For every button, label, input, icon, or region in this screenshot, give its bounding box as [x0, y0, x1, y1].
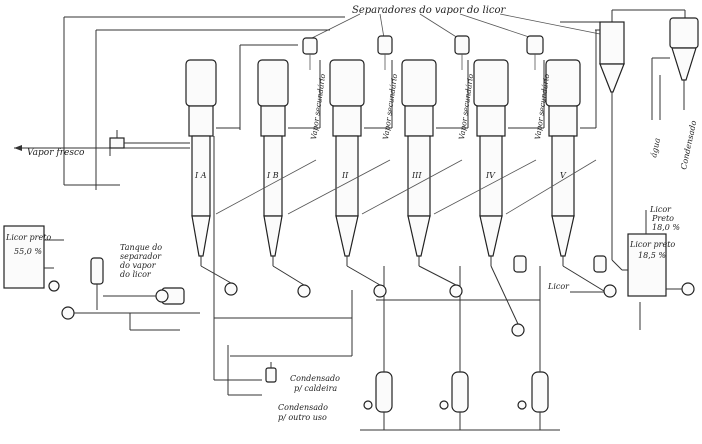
black-liquor-left-pct: 55,0 % — [14, 247, 42, 256]
effect-label-ib: I B — [266, 171, 279, 180]
condenser — [651, 17, 699, 120]
evaporator-effect-ii — [329, 59, 365, 266]
flash-tank-v — [593, 255, 607, 273]
pump-effect-ii — [346, 265, 387, 298]
condensate-boiler-label-2: p/ caldeira — [294, 384, 337, 393]
pump-effect-iii — [418, 265, 463, 298]
black-liquor-tank-right — [627, 210, 695, 297]
separator-pointer-lines — [311, 13, 601, 39]
tank-label-1: Tanque do — [120, 243, 162, 252]
cyclone-separator — [595, 21, 625, 260]
effect-label-iv: IV — [485, 171, 496, 180]
vapor-piping — [215, 30, 597, 215]
fresh-steam-line — [14, 130, 190, 156]
evaporator-effect-v — [545, 59, 581, 266]
tank-label-3: do vapor — [120, 261, 157, 270]
effect-label-ia: I A — [194, 171, 207, 180]
condensate-pot-1 — [363, 266, 393, 413]
effect-label-v: V — [560, 171, 567, 180]
vapor-separator-2 — [377, 35, 393, 70]
feed-return-line — [611, 259, 641, 330]
tank-label-2: separador — [120, 252, 162, 261]
evaporator-effect-ib — [257, 59, 289, 266]
pump-effect-v — [562, 265, 617, 298]
tank-label-4: do licor — [120, 270, 152, 279]
separators-label: Separadores do vapor do licor — [352, 5, 507, 16]
condensate-pot-3 — [517, 266, 549, 413]
secondary-vapor-label-3: Vapor secundário — [457, 73, 475, 140]
condensate-other-label-1: Condensado — [278, 403, 328, 412]
black-liquor-left-label: Licor preto — [5, 233, 51, 242]
fresh-steam-label: Vapor fresco — [27, 148, 85, 158]
water-label: água — [649, 137, 662, 158]
condensate-other-label-2: p/ outro uso — [278, 413, 327, 422]
condensate-trap — [265, 362, 277, 383]
black-liquor-right-label-3: 18,0 % — [652, 223, 680, 232]
effect-label-ii: II — [341, 171, 349, 180]
pump-effect-ia — [200, 265, 238, 296]
top-header-piping — [63, 9, 686, 190]
pump-effect-ib — [272, 265, 311, 298]
effect-label-iii: III — [411, 171, 422, 180]
vapor-separator-1 — [302, 37, 318, 70]
pump-effect-iv — [490, 265, 525, 337]
licor-label: Licor — [547, 282, 570, 291]
black-liquor-tank-left — [3, 225, 200, 320]
flash-tank-iv — [513, 255, 527, 273]
bottom-drain-line — [360, 412, 560, 431]
black-liquor-tank-label: Licor preto — [629, 240, 675, 249]
black-liquor-right-label-2: Preto — [651, 214, 674, 223]
secondary-vapor-label-1: Vapor secundário — [309, 73, 327, 140]
secondary-vapor-label-2: Vapor secundário — [381, 73, 399, 140]
condensate-right-label: Condensado — [679, 120, 698, 171]
black-liquor-right-label-1: Licor — [649, 205, 672, 214]
evaporator-effect-iv — [473, 59, 509, 266]
condensate-header — [213, 136, 540, 396]
vapor-separator-4 — [526, 35, 544, 70]
vapor-separator-3 — [454, 35, 470, 70]
evaporator-effect-iii — [401, 59, 437, 266]
evaporator-effect-ia — [185, 59, 217, 266]
separator-tank — [90, 257, 185, 331]
black-liquor-tank-pct: 18,5 % — [638, 251, 666, 260]
condensate-boiler-label-1: Condensado — [290, 374, 340, 383]
